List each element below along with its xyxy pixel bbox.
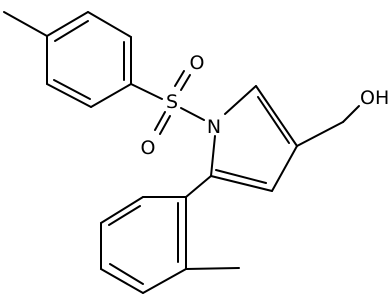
hydroxymethyl-group: OH [296, 87, 389, 147]
bond [130, 83, 163, 100]
bond [100, 268, 144, 294]
bond [54, 20, 89, 42]
bond [100, 196, 144, 224]
pyrrole-ring: N [207, 85, 298, 192]
bond [210, 135, 216, 177]
hydroxyl-label: OH [360, 87, 389, 109]
bond [108, 205, 141, 226]
bond [174, 70, 185, 87]
bond [257, 96, 290, 144]
bond [180, 74, 191, 91]
oxygen-label: O [190, 52, 205, 74]
bond [185, 175, 212, 198]
bond [159, 115, 171, 135]
o-tolyl-ring [100, 196, 187, 294]
tolyl-ring [46, 11, 132, 108]
bond [180, 107, 205, 121]
bond [154, 111, 166, 131]
bond [215, 169, 267, 184]
bond [53, 79, 91, 100]
methyl-bond [185, 267, 240, 270]
bond [109, 263, 144, 285]
sulfur-label: S [166, 91, 178, 113]
methyl-bond [3, 11, 48, 37]
bond [296, 121, 344, 147]
bond [224, 85, 257, 115]
oxygen-label: O [141, 137, 156, 159]
bond [46, 83, 92, 108]
bond [271, 145, 298, 192]
nitrogen-label: N [207, 116, 221, 138]
bond [210, 175, 273, 192]
bond [142, 268, 187, 294]
sulfonyl-group: S O O [141, 52, 205, 159]
bond [46, 11, 89, 37]
bond [342, 105, 360, 123]
bond [90, 83, 132, 108]
bond [255, 85, 298, 147]
bond [87, 11, 132, 38]
